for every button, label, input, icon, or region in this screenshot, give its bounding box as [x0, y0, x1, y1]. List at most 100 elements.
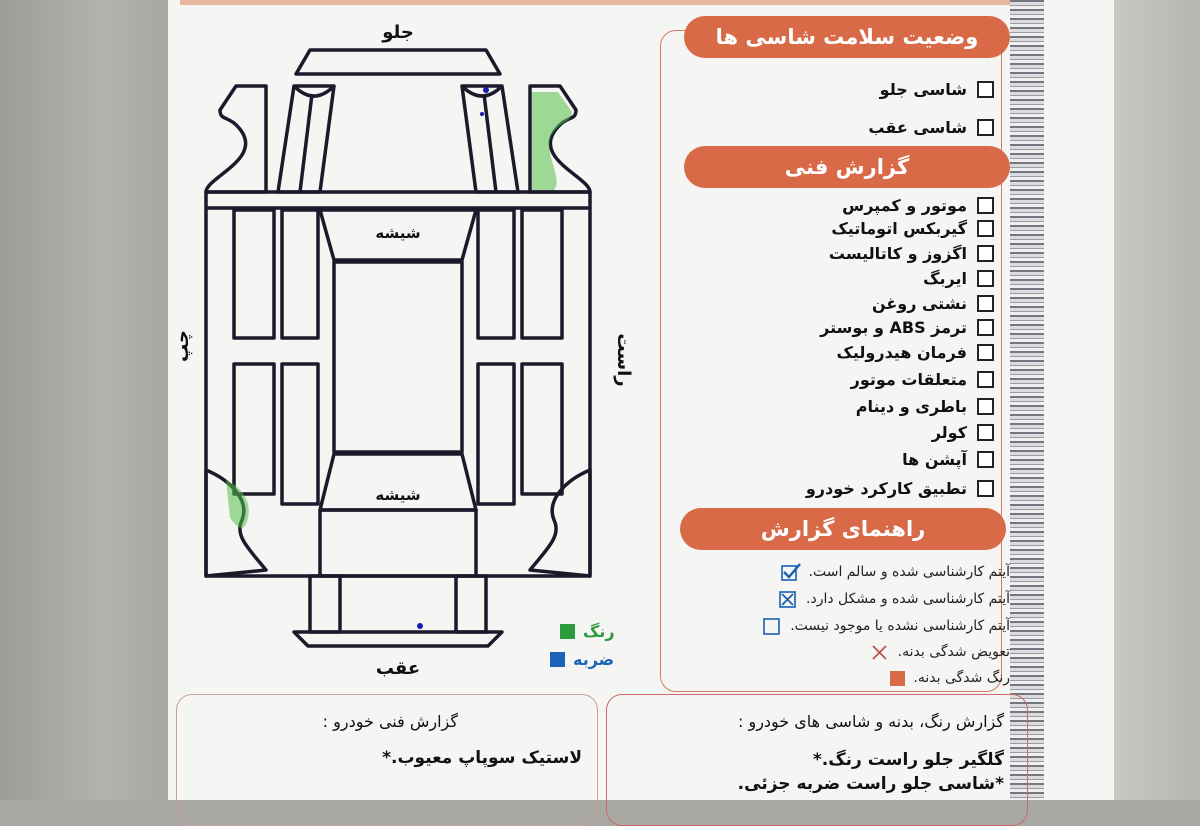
checkbox[interactable] [977, 451, 994, 468]
bottom-right-title: گزارش رنگ، بدنه و شاسی های خودرو : [737, 712, 1004, 731]
crossed-box-icon [779, 591, 796, 608]
paint-key-label: رنگ [583, 622, 615, 641]
guide-item: تعویض شدگی بدنه. [870, 643, 1010, 661]
background-wall-left [0, 0, 170, 800]
technical-item: باطری و دینام [856, 397, 994, 416]
technical-item-label: ترمز ABS و بوستر [820, 318, 967, 337]
technical-item: کولر [932, 423, 994, 442]
technical-item-label: تطبیق کارکرد خودرو [805, 479, 967, 498]
paint-mark-rear-left [226, 480, 249, 528]
checkbox[interactable] [977, 398, 994, 415]
checkbox[interactable] [977, 81, 994, 98]
technical-item-label: اگزوز و کاتالیست [828, 244, 967, 263]
front-glass-label: شیشه [375, 224, 420, 242]
technical-item: تطبیق کارکرد خودرو [806, 479, 994, 498]
right-label: راست [613, 333, 634, 386]
technical-item-label: کولر [931, 423, 967, 442]
front-glass [318, 208, 478, 262]
checkbox[interactable] [977, 270, 994, 287]
checkbox[interactable] [977, 344, 994, 361]
checkbox[interactable] [977, 295, 994, 312]
rear-right-door [476, 362, 516, 506]
technical-header: گزارش فنی [684, 146, 1010, 188]
color-key-paint: رنگ [560, 622, 615, 641]
front-right-door [476, 208, 516, 340]
checkbox[interactable] [977, 319, 994, 336]
rear-glass-label: شیشه [375, 486, 420, 504]
technical-item: فرمان هیدرولیک [836, 343, 994, 362]
rear-left-outer [232, 362, 276, 496]
rear-right-fender [528, 468, 592, 578]
bottom-left-title: گزارش فنی خودرو : [322, 712, 458, 731]
body-outer [204, 190, 592, 578]
technical-item-label: ایربگ [923, 269, 967, 288]
front-left-outer [232, 208, 276, 340]
top-border [180, 0, 1010, 5]
technical-item: نشتی روغن [872, 294, 994, 313]
front-right-arch [460, 84, 504, 98]
guide-title: راهنمای گزارش [760, 517, 926, 541]
checkbox[interactable] [977, 119, 994, 136]
bottom-right-line2: *شاسی جلو راست ضربه جزئی. [737, 774, 1004, 794]
front-label: جلو [381, 22, 414, 43]
checkbox[interactable] [977, 371, 994, 388]
impact-dot-front [483, 87, 489, 93]
rear-right-outer [520, 362, 564, 496]
chassis-item: شاسی جلو [880, 80, 994, 99]
checkbox[interactable] [977, 424, 994, 441]
rear-rail-left [308, 574, 342, 634]
rear-label: عقب [376, 658, 420, 679]
front-right-fender [528, 84, 592, 194]
inspection-sheet [168, 0, 1114, 800]
technical-item: ترمز ABS و بوستر [820, 318, 994, 337]
paint-swatch [560, 624, 575, 639]
background-wall-right [1112, 0, 1200, 800]
rear-rail-right [454, 574, 488, 634]
check-icon [780, 563, 801, 581]
technical-item-label: نشتی روغن [871, 294, 967, 313]
rear-left-door [280, 362, 320, 506]
left-label: چپ [172, 330, 193, 362]
chassis-item-label: شاسی جلو [879, 80, 967, 99]
technical-item: آپشن ها [902, 450, 994, 469]
technical-item-label: گیربکس اتوماتیک [831, 219, 967, 238]
empty-box-icon [763, 618, 781, 635]
technical-item: ایربگ [923, 269, 994, 288]
technical-item-label: باطری و دینام [855, 397, 967, 416]
checkbox[interactable] [977, 245, 994, 262]
guide-item: آیتم کارشناسی نشده یا موجود نیست. [762, 617, 1010, 635]
technical-item: اگزوز و کاتالیست [829, 244, 994, 263]
guide-item: آیتم کارشناسی شده و مشکل دارد. [778, 590, 1010, 608]
paint-square-icon [890, 670, 906, 686]
chassis-header: وضعیت سلامت شاسی ها [684, 16, 1010, 58]
checkbox[interactable] [977, 220, 994, 237]
color-key-impact: ضربه [550, 650, 614, 669]
roof [332, 260, 464, 454]
guide-item-label: آیتم کارشناسی شده و سالم است. [808, 564, 1010, 580]
guide-item: آیتم کارشناسی شده و سالم است. [780, 563, 1010, 581]
front-left-arch [292, 84, 336, 98]
trunk [318, 508, 478, 578]
technical-item-label: متعلقات موتور [850, 370, 967, 389]
chassis-item-label: شاسی عقب [868, 118, 967, 137]
bottom-right-line1: گلگیر جلو راست رنگ.* [812, 750, 1004, 770]
guide-header: راهنمای گزارش [680, 508, 1006, 550]
front-bumper [294, 48, 502, 76]
chassis-title: وضعیت سلامت شاسی ها [715, 25, 979, 49]
technical-item-label: آپشن ها [902, 450, 967, 469]
sheet-edge [1010, 0, 1044, 800]
front-right-outer [520, 208, 564, 340]
guide-item-label: رنگ شدگی بدنه. [913, 670, 1010, 686]
technical-item: متعلقات موتور [851, 370, 994, 389]
checkbox[interactable] [977, 480, 994, 497]
guide-item-label: تعویض شدگی بدنه. [897, 644, 1010, 660]
checkbox[interactable] [977, 197, 994, 214]
impact-dot-rear [417, 623, 423, 629]
chassis-item: شاسی عقب [868, 118, 994, 137]
guide-item-label: آیتم کارشناسی نشده یا موجود نیست. [790, 618, 1010, 634]
guide-item: رنگ شدگی بدنه. [890, 670, 1010, 686]
technical-item-label: موتور و کمپرس [842, 196, 967, 215]
bottom-left-line1: لاستیک سوپاپ معیوب.* [382, 748, 582, 768]
cross-icon [872, 645, 887, 660]
front-left-door [280, 208, 320, 340]
